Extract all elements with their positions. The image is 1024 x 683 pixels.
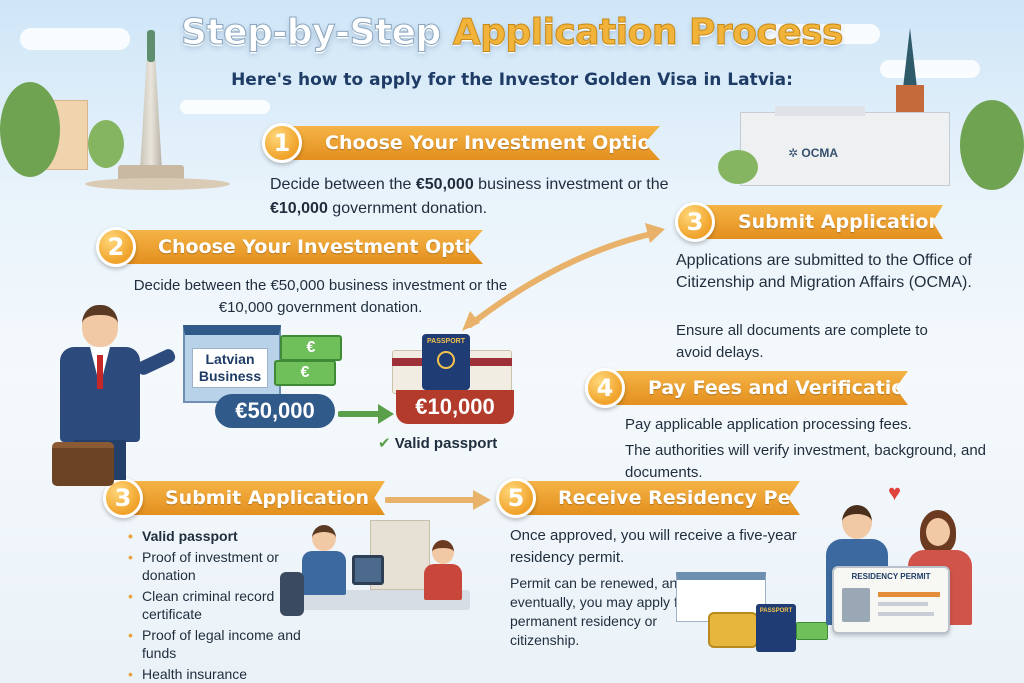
step3-right-text2: Ensure all documents are complete to avo… [676, 322, 928, 361]
arrow-step2-to-step3 [462, 223, 665, 331]
permit-line [878, 602, 928, 606]
step4-banner: Pay Fees and Verification [598, 371, 908, 405]
requirement-item: Proof of investment or donation [128, 548, 303, 584]
permit-line [878, 592, 940, 597]
cloud [20, 28, 130, 50]
green-arrow-icon [338, 404, 394, 424]
valid-passport-label: ✔ Valid passport [378, 434, 538, 454]
step1-text-a: Decide between the [270, 176, 416, 193]
requirement-item: Health insurance documents [128, 665, 303, 683]
requirement-item: Clean criminal record certificate [128, 587, 303, 623]
ocma-sign: ✲ OCMA [788, 146, 848, 162]
business-sign: Latvian Business [192, 348, 268, 388]
ocma-sign-label: OCMA [801, 146, 839, 160]
applicant-figure [420, 540, 466, 600]
step2-number: 2 [96, 227, 136, 267]
step5-banner: Receive Residency Permit [508, 481, 800, 515]
small-passport-label: PASSPORT [759, 608, 793, 614]
arrow-step3-to-step5 [385, 490, 491, 510]
step3-left-banner: Submit Application [115, 481, 385, 515]
monument-statue [147, 30, 155, 62]
tree [960, 100, 1024, 190]
businessman-figure [52, 305, 178, 480]
check-icon: ✔ [378, 435, 391, 452]
page-subtitle: Here's how to apply for the Investor Gol… [231, 70, 793, 90]
step4-text1: Pay applicable application processing fe… [625, 416, 912, 433]
passport-icon: PASSPORT [422, 334, 470, 390]
passport-label: PASSPORT [427, 338, 465, 345]
tree [88, 120, 124, 168]
cloud [180, 100, 270, 114]
step3-right-text1: Applications are submitted to the Office… [676, 252, 972, 291]
business-amount: €50,000 [235, 398, 315, 423]
permit-photo [842, 588, 870, 622]
step1-amount-business: €50,000 [415, 176, 474, 193]
step5-number: 5 [496, 478, 536, 518]
business-amount-badge: €50,000 [215, 394, 335, 428]
permit-line [878, 612, 934, 616]
step2-banner: Choose Your Investment Option [108, 230, 483, 264]
monitor-icon [352, 555, 384, 585]
tie [97, 355, 103, 389]
step3-left-title: Submit Application [165, 487, 370, 509]
cash-icon [796, 622, 828, 640]
step3-right-title: Submit Application [738, 211, 943, 233]
step1-text-c: business investment or the [473, 176, 669, 193]
page-title: Step-by-Step Application Process [0, 12, 1024, 54]
office-chair [280, 572, 304, 616]
step1-banner: Choose Your Investment Option [275, 126, 660, 160]
step4-number: 4 [585, 368, 625, 408]
tree [0, 82, 60, 177]
business-sign-label: Latvian Business [198, 351, 262, 384]
step2-text: Decide between the €50,000 business inve… [133, 277, 508, 316]
step5-text1: Once approved, you will receive a five-y… [510, 527, 797, 566]
step4-text2: The authorities will verify investment, … [625, 442, 987, 481]
step3-right-banner: Submit Application [688, 205, 943, 239]
plaza [85, 178, 230, 190]
donation-amount-badge: €10,000 [396, 390, 514, 424]
residency-permit-card: RESIDENCY PERMIT [832, 566, 950, 634]
cloud [760, 24, 880, 44]
tree [718, 150, 758, 184]
cash-stack-icon: € [280, 335, 342, 361]
step1-text-e: government donation. [327, 200, 488, 217]
coin-stack-icon [708, 612, 758, 648]
ocma-building [740, 112, 950, 186]
clerk-figure [300, 525, 348, 595]
head [82, 305, 118, 347]
heart-icon: ♥ [888, 480, 902, 505]
step4-title: Pay Fees and Verification [648, 377, 918, 399]
freedom-monument [140, 60, 162, 170]
valid-passport-text: Valid passport [394, 435, 498, 452]
step1-amount-donation: €10,000 [270, 200, 328, 217]
requirement-item: Proof of legal income and funds [128, 626, 303, 662]
step2-title: Choose Your Investment Option [158, 236, 498, 258]
ocma-roof [775, 106, 865, 116]
title-part-1: Step-by-Step [181, 12, 442, 54]
step5-title: Receive Residency Permit [558, 487, 836, 509]
briefcase-icon [52, 442, 114, 486]
step1-text: Decide between the €50,000 business inve… [270, 173, 680, 221]
emblem-icon: ✲ [788, 146, 799, 160]
raised-arm [134, 347, 178, 377]
step5-text2: Permit can be renewed, and eventually, y… [510, 575, 691, 648]
requirement-item: Valid passport [128, 527, 303, 545]
donation-amount: €10,000 [415, 394, 495, 419]
permit-card-title: RESIDENCY PERMIT [851, 572, 931, 581]
step1-title: Choose Your Investment Option [325, 132, 665, 154]
title-part-2: Application Process [452, 12, 844, 54]
small-passport-icon: PASSPORT [756, 604, 796, 652]
requirements-list: Valid passport Proof of investment or do… [128, 527, 303, 683]
cash-stack-icon: € [274, 360, 336, 386]
step1-number: 1 [262, 123, 302, 163]
step3-right-number: 3 [675, 202, 715, 242]
